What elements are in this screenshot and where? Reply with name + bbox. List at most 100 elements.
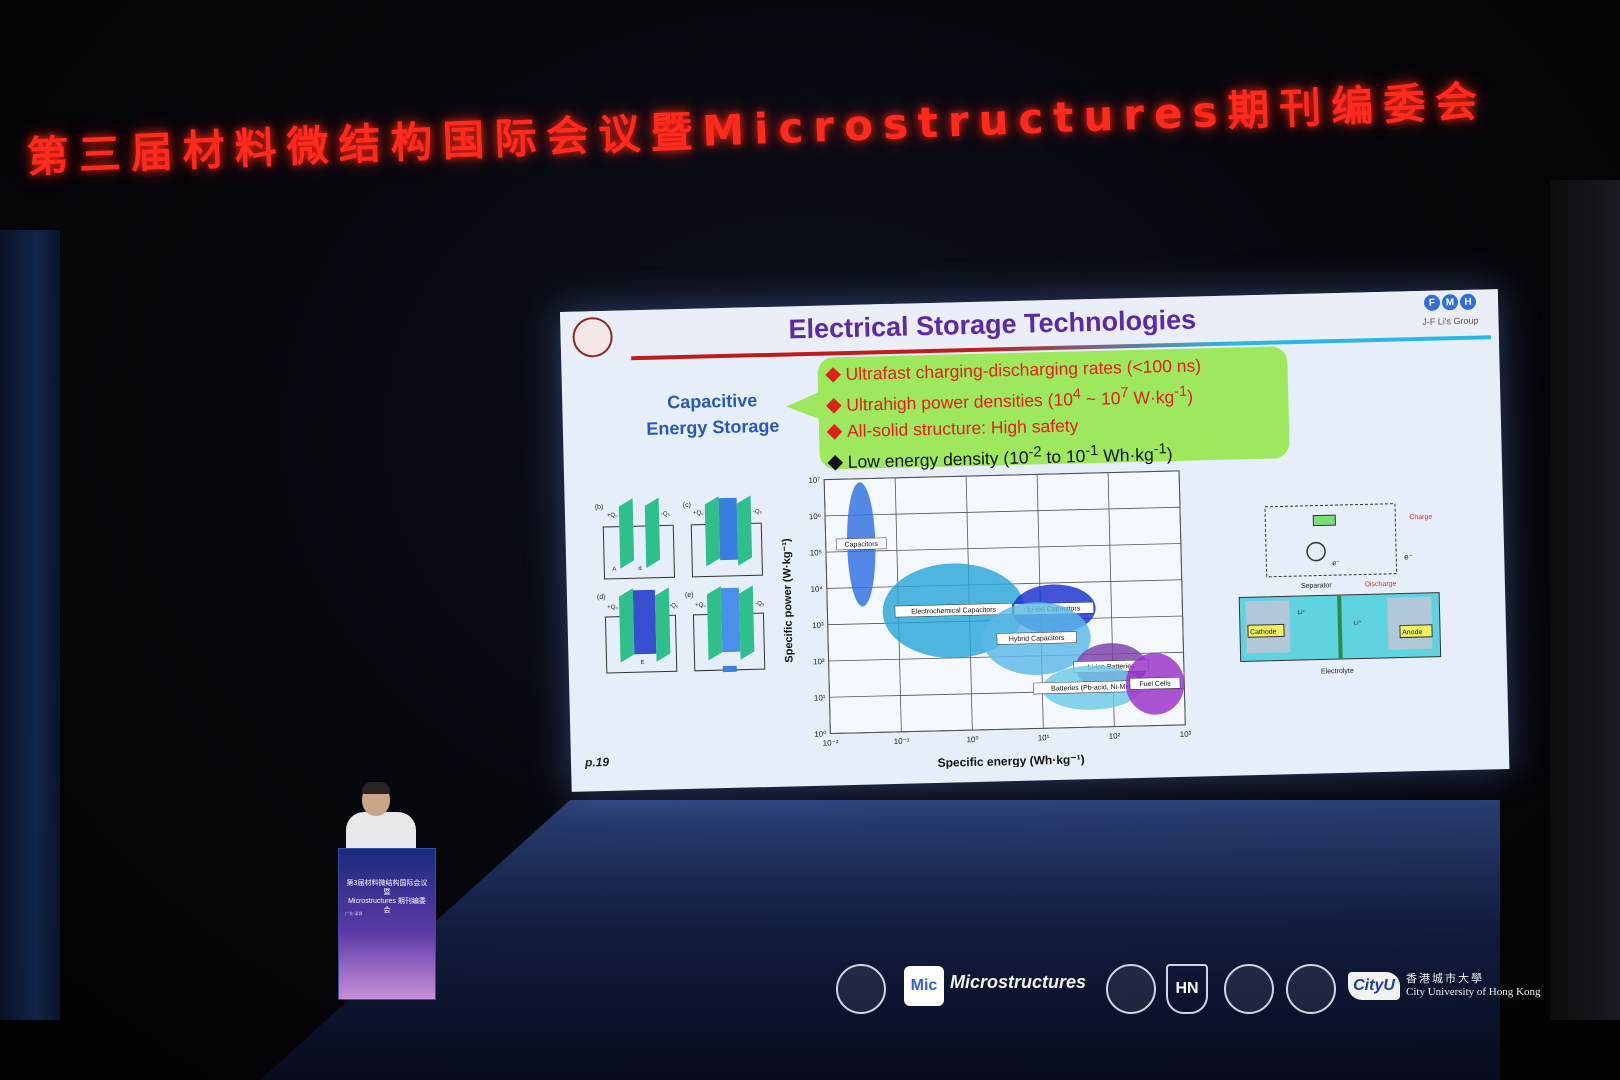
panel-label: (b) bbox=[595, 504, 604, 511]
fmh-letter: M bbox=[1441, 294, 1459, 311]
bullet-text: ) bbox=[1186, 386, 1194, 407]
university-seal-icon bbox=[836, 964, 886, 1014]
speaker-body bbox=[346, 812, 416, 852]
mic-logo-icon: Mic bbox=[904, 966, 944, 1006]
x-tick-label: 10⁻¹ bbox=[894, 737, 910, 746]
ion-text: Li⁺ bbox=[1297, 609, 1305, 616]
red-diamond-icon bbox=[826, 423, 843, 440]
capacitive-energy-label: Capacitive Energy Storage bbox=[632, 386, 793, 442]
bullet-text: ~ 10 bbox=[1080, 388, 1121, 410]
capacitor-panel-e: (e) +Q₀ -Q₀ bbox=[685, 585, 766, 673]
region-label: Capacitors bbox=[844, 541, 878, 549]
y-tick-label: 10² bbox=[813, 657, 825, 666]
panel-label: (e) bbox=[685, 592, 694, 599]
x-tick-label: 10³ bbox=[1180, 730, 1192, 739]
charge-label: -Q₀ bbox=[669, 603, 679, 609]
y-tick-label: 10⁵ bbox=[810, 548, 822, 557]
electron-text: e⁻ bbox=[1332, 560, 1340, 567]
red-diamond-icon bbox=[826, 397, 842, 414]
group-logo: F M H J-F Li's Group bbox=[1422, 293, 1487, 334]
discharge-text: Discharge bbox=[1365, 581, 1397, 589]
ion-text: Li⁺ bbox=[1354, 620, 1362, 627]
bullet-list: Ultrafast charging-discharging rates (<1… bbox=[825, 352, 1203, 475]
grid-line bbox=[1178, 470, 1186, 725]
grid-line bbox=[823, 479, 831, 734]
charge-label: +Q₀ bbox=[693, 511, 704, 517]
x-tick-label: 10² bbox=[1109, 731, 1121, 740]
bullet-text: Ultrahigh power densities (10 bbox=[846, 389, 1074, 415]
hn-shield-icon: HN bbox=[1166, 964, 1208, 1014]
sponsor-logos: Mic Microstructures HN CityU 香港城市大學 City… bbox=[836, 958, 1596, 1018]
capacitive-label-line2: Energy Storage bbox=[646, 415, 780, 439]
podium-title-line2: Microstructures 期刊编委会 bbox=[348, 898, 426, 914]
podium-title-line1: 第3届材料微结构国际会议暨 bbox=[346, 880, 428, 896]
speech-bubble-tail bbox=[786, 391, 821, 421]
capacitor-panel-c: (c) +Q₀ -Q₀ bbox=[683, 495, 764, 578]
left-curtain bbox=[0, 230, 60, 1020]
podium: 第3届材料微结构国际会议暨 Microstructures 期刊编委会 广东·深… bbox=[338, 848, 436, 1000]
region-label: Hybrid Capacitors bbox=[1009, 635, 1065, 643]
bullet-text: All-solid structure: High safety bbox=[846, 415, 1079, 441]
region-label-box bbox=[1129, 676, 1181, 690]
speaker-hair bbox=[362, 782, 390, 794]
university-seal-icon bbox=[1106, 964, 1156, 1014]
bullet-text: Wh·kg bbox=[1098, 444, 1155, 466]
y-tick-label: 10¹ bbox=[814, 693, 826, 702]
grid-line bbox=[825, 506, 1180, 517]
bullet-sup: -1 bbox=[1085, 442, 1099, 460]
separator-text: Separator bbox=[1301, 582, 1333, 590]
page-number: p.19 bbox=[584, 754, 610, 770]
battery-schematic: Charge Discharge Separator e⁻ e⁻ Cathode… bbox=[1238, 503, 1442, 676]
plate-label: A bbox=[612, 567, 616, 573]
y-tick-label: 10⁴ bbox=[810, 585, 823, 594]
podium-location: 广东·深圳 bbox=[345, 911, 363, 916]
bullet-text: ) bbox=[1166, 443, 1173, 464]
y-tick-label: 10⁷ bbox=[808, 476, 820, 485]
x-tick-label: 10¹ bbox=[1038, 733, 1050, 742]
black-diamond-icon bbox=[827, 454, 844, 471]
y-tick-label: 10⁰ bbox=[814, 730, 826, 739]
bullet-text: W·kg bbox=[1128, 386, 1175, 408]
capacitor-panel-d: (d) +Q₀ -Q₀ E bbox=[597, 587, 679, 674]
y-axis-label: Specific power (W·kg⁻¹) bbox=[781, 538, 796, 663]
panel-label: (d) bbox=[597, 594, 606, 601]
charge-label: +Q₀ bbox=[607, 605, 618, 611]
charge-label: -Q₀ bbox=[755, 601, 765, 607]
grid-line bbox=[825, 543, 1181, 553]
cityu-logo-icon: CityU bbox=[1348, 972, 1400, 1000]
region-label: Fuel Cells bbox=[1139, 680, 1171, 688]
cityu-english-name: City University of Hong Kong bbox=[1406, 986, 1541, 998]
fmh-logo-icon: F M H bbox=[1423, 293, 1477, 311]
electrolyte-text: Electrolyte bbox=[1321, 668, 1354, 676]
charge-text: Charge bbox=[1409, 514, 1432, 522]
charge-label: -Q₀ bbox=[661, 511, 671, 517]
fmh-letter: F bbox=[1423, 294, 1441, 311]
region-label: Batteries (Pb-acid, Ni-MH) bbox=[1051, 684, 1133, 693]
cathode-text: Cathode bbox=[1250, 629, 1277, 637]
right-curtain bbox=[1550, 180, 1620, 1020]
electron-text: e⁻ bbox=[1404, 552, 1413, 561]
x-tick-label: 10⁻² bbox=[823, 738, 839, 747]
grid-line bbox=[830, 724, 1186, 734]
charge-label: +Q₀ bbox=[695, 603, 706, 609]
fmh-letter: H bbox=[1459, 293, 1477, 311]
region-label: Electrochemical Capacitors bbox=[911, 607, 996, 616]
university-seal-icon bbox=[1224, 964, 1274, 1014]
charge-label: +Q₀ bbox=[607, 513, 618, 519]
red-diamond-icon bbox=[825, 367, 841, 383]
x-tick-label: 10⁰ bbox=[966, 735, 978, 744]
plate-label: d bbox=[638, 566, 641, 572]
charge-label: -Q₀ bbox=[753, 509, 763, 515]
panel-label: (c) bbox=[683, 502, 691, 509]
polyu-logo-icon bbox=[1286, 964, 1336, 1014]
region-label-box bbox=[996, 631, 1077, 645]
bullet-sup: -1 bbox=[1173, 383, 1188, 401]
x-axis-label: Specific energy (Wh·kg⁻¹) bbox=[937, 752, 1084, 770]
projection-screen: F M H J-F Li's Group Electrical Storage … bbox=[560, 289, 1510, 792]
microstructures-name: Microstructures bbox=[950, 972, 1087, 992]
anode-text: Anode bbox=[1402, 629, 1423, 636]
y-tick-label: 10⁶ bbox=[809, 512, 821, 521]
